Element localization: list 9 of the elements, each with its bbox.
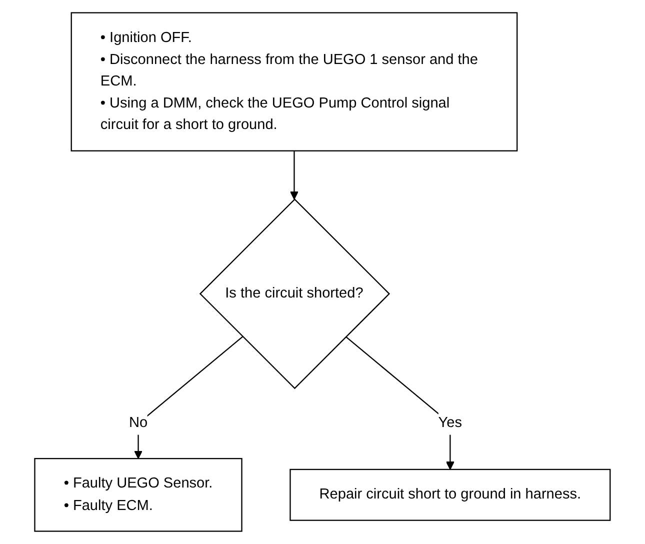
node-box: Repair circuit short to ground in harness. (290, 468, 611, 521)
node-diamond: Is the circuit shorted? (199, 198, 390, 390)
node-box: • Faulty UEGO Sensor. • Faulty ECM. (34, 458, 242, 532)
edge-label: Yes (438, 414, 462, 431)
edge-label: No (129, 414, 148, 431)
arrow (134, 336, 244, 459)
arrow (290, 150, 299, 200)
arrow (346, 336, 454, 470)
node-box: • Ignition OFF. • Disconnect the harness from the UEGO 1 sensor and the ECM. • Using a DMM, check the UEGO Pump Control signal circuit for a short to ground. (70, 12, 518, 152)
